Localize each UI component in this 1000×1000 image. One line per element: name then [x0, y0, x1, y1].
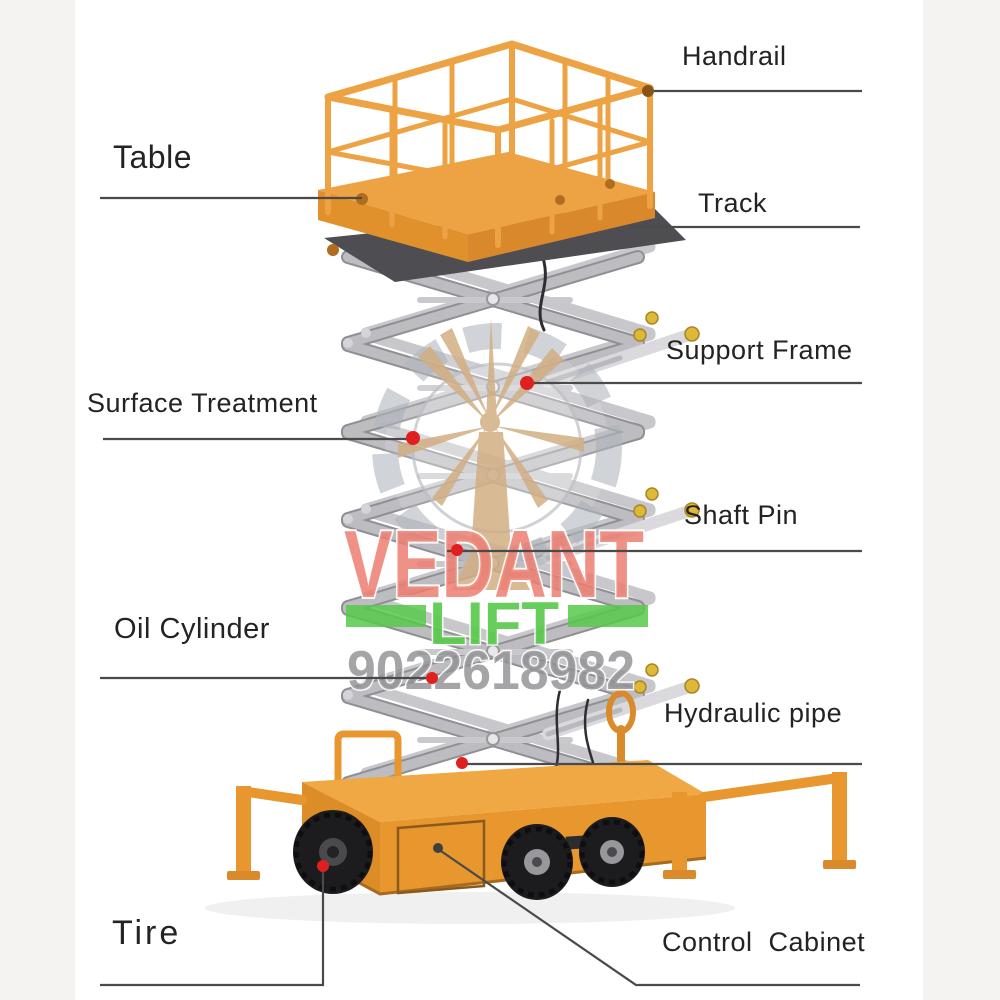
dot-surface-treatment: [406, 431, 420, 445]
dot-hydraulic-pipe: [456, 757, 468, 769]
watermark-lift-text: LIFT: [429, 590, 559, 657]
outrigger-legs: [227, 772, 856, 880]
watermark-phone-text: 9022618982: [347, 639, 635, 701]
dot-control-cabinet: [433, 843, 443, 853]
left-margin-strip: [0, 0, 75, 1000]
label-surface-treatment: Surface Treatment: [87, 388, 318, 418]
push-handle: [334, 730, 402, 790]
label-handrail: Handrail: [682, 41, 787, 71]
label-shaft-pin: Shaft Pin: [684, 500, 799, 530]
label-support-frame: Support Frame: [666, 335, 853, 365]
wheel-middle: [501, 824, 573, 900]
guardrail-back: [324, 40, 654, 189]
label-tire: Tire: [112, 914, 182, 952]
label-table: Table: [113, 139, 192, 175]
dot-support-frame: [520, 376, 534, 390]
watermark-brand-text: VEDANT: [344, 511, 644, 618]
dot-oil-cylinder: [426, 672, 438, 684]
wheel-right: [579, 817, 645, 887]
wheels: [293, 810, 645, 900]
leader-control-cabinet: [437, 848, 860, 987]
wheel-left: [293, 810, 373, 894]
dot-handrail: [642, 85, 654, 97]
label-control-cabinet: Control Cabinet: [662, 927, 866, 957]
leader-lines: [100, 89, 862, 987]
watermark-logo: VEDANT LIFT 9022618982: [342, 318, 648, 703]
label-track: Track: [698, 188, 767, 218]
label-hydraulic-pipe: Hydraulic pipe: [664, 698, 843, 728]
dot-shaft-pin: [451, 544, 463, 556]
guardrail-front: [324, 84, 654, 248]
leader-tire: [100, 872, 325, 987]
right-margin-strip: [923, 0, 1000, 1000]
base-chassis: [205, 690, 856, 924]
control-cabinet-door: [396, 819, 486, 895]
pivot-fittings: [633, 311, 700, 694]
pointer-dots: [317, 85, 654, 872]
dot-tire: [317, 860, 329, 872]
label-oil-cylinder: Oil Cylinder: [114, 613, 270, 645]
